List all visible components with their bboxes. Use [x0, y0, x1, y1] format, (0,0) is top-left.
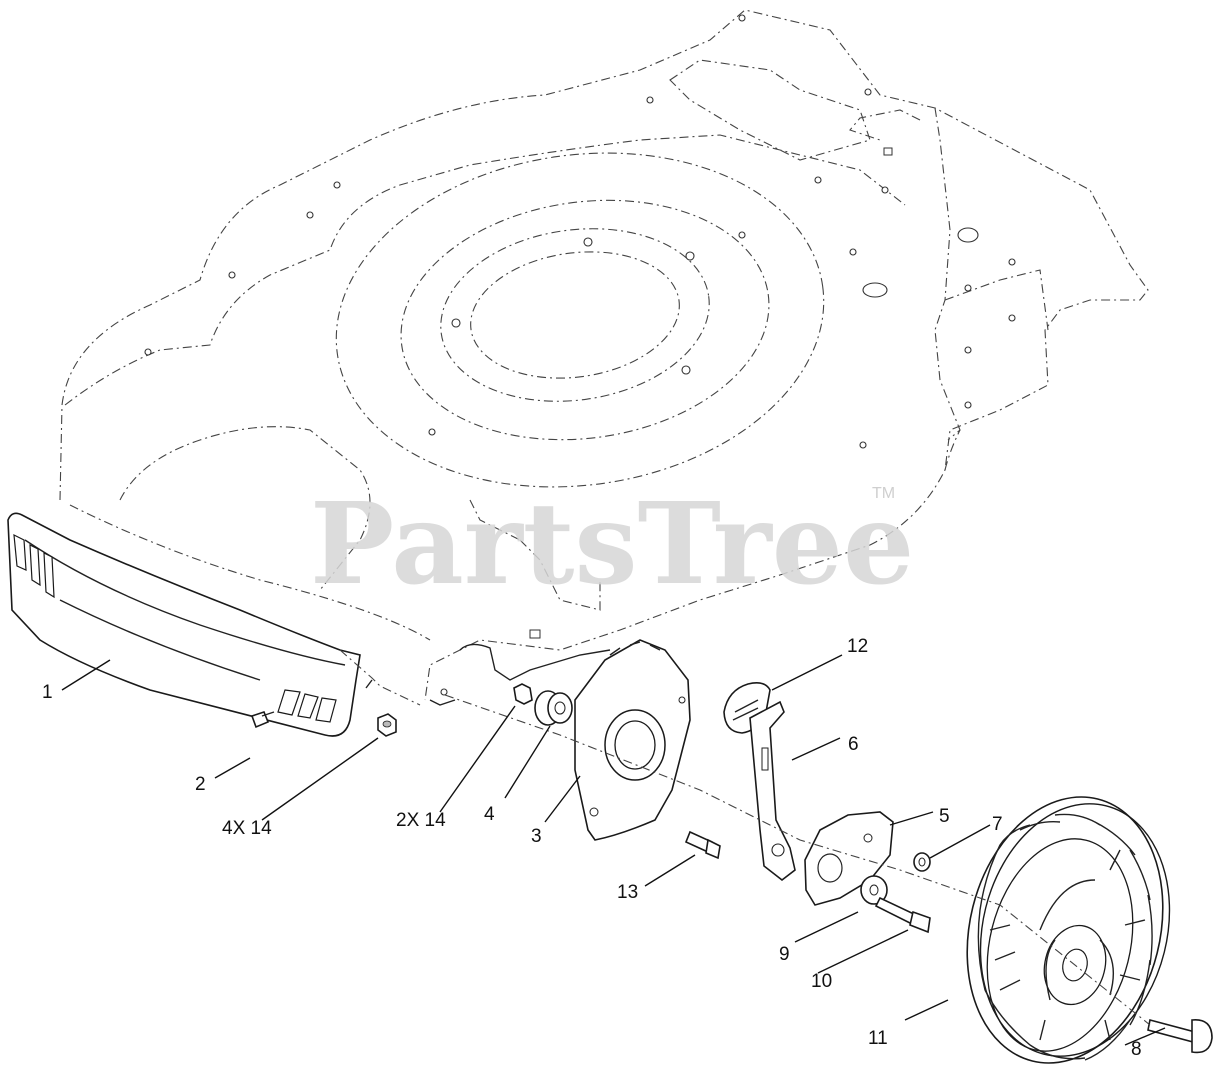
axle-bolt-8 — [1147, 1019, 1213, 1054]
callout-8: 8 — [1131, 1039, 1142, 1060]
callout-labels: 1 2 3 4 5 6 7 8 9 10 11 12 13 2X 14 4X 1… — [42, 636, 1142, 1060]
bolt-13 — [684, 830, 721, 860]
callout-3: 3 — [531, 826, 542, 847]
front-bumper — [7, 512, 421, 737]
watermark-trademark: TM — [872, 485, 895, 502]
callout-2: 2 — [195, 774, 206, 795]
callout-11: 11 — [868, 1028, 888, 1049]
assembly-axis — [444, 694, 1151, 1026]
nut-2x14 — [513, 683, 533, 705]
bolt-10 — [874, 896, 931, 934]
bracket-plate-3 — [574, 639, 691, 841]
callout-5: 5 — [939, 806, 950, 827]
callout-1: 1 — [42, 682, 53, 703]
callout-10: 10 — [811, 971, 832, 992]
lever-6 — [749, 700, 796, 882]
callout-9: 9 — [779, 944, 790, 965]
callout-6: 6 — [848, 734, 859, 755]
nut-4x14 — [377, 713, 397, 737]
callout-4: 4 — [484, 804, 495, 825]
callout-4x14: 4X 14 — [222, 818, 272, 839]
mower-deck — [59, 9, 1149, 706]
washer-7 — [913, 852, 931, 872]
callout-2x14: 2X 14 — [396, 810, 446, 831]
callout-13: 13 — [617, 882, 638, 903]
wheel-arm-5 — [804, 811, 894, 906]
parts-tree-watermark: PartsTree TM — [310, 479, 914, 610]
watermark-text: PartsTree — [310, 479, 914, 610]
bushing-4 — [534, 690, 573, 726]
callout-12: 12 — [847, 636, 868, 657]
washer-9 — [860, 875, 888, 905]
callout-7: 7 — [992, 814, 1003, 835]
screw-2 — [250, 711, 275, 729]
leader-lines — [61, 654, 1166, 1046]
wheel-11 — [966, 796, 1171, 1064]
